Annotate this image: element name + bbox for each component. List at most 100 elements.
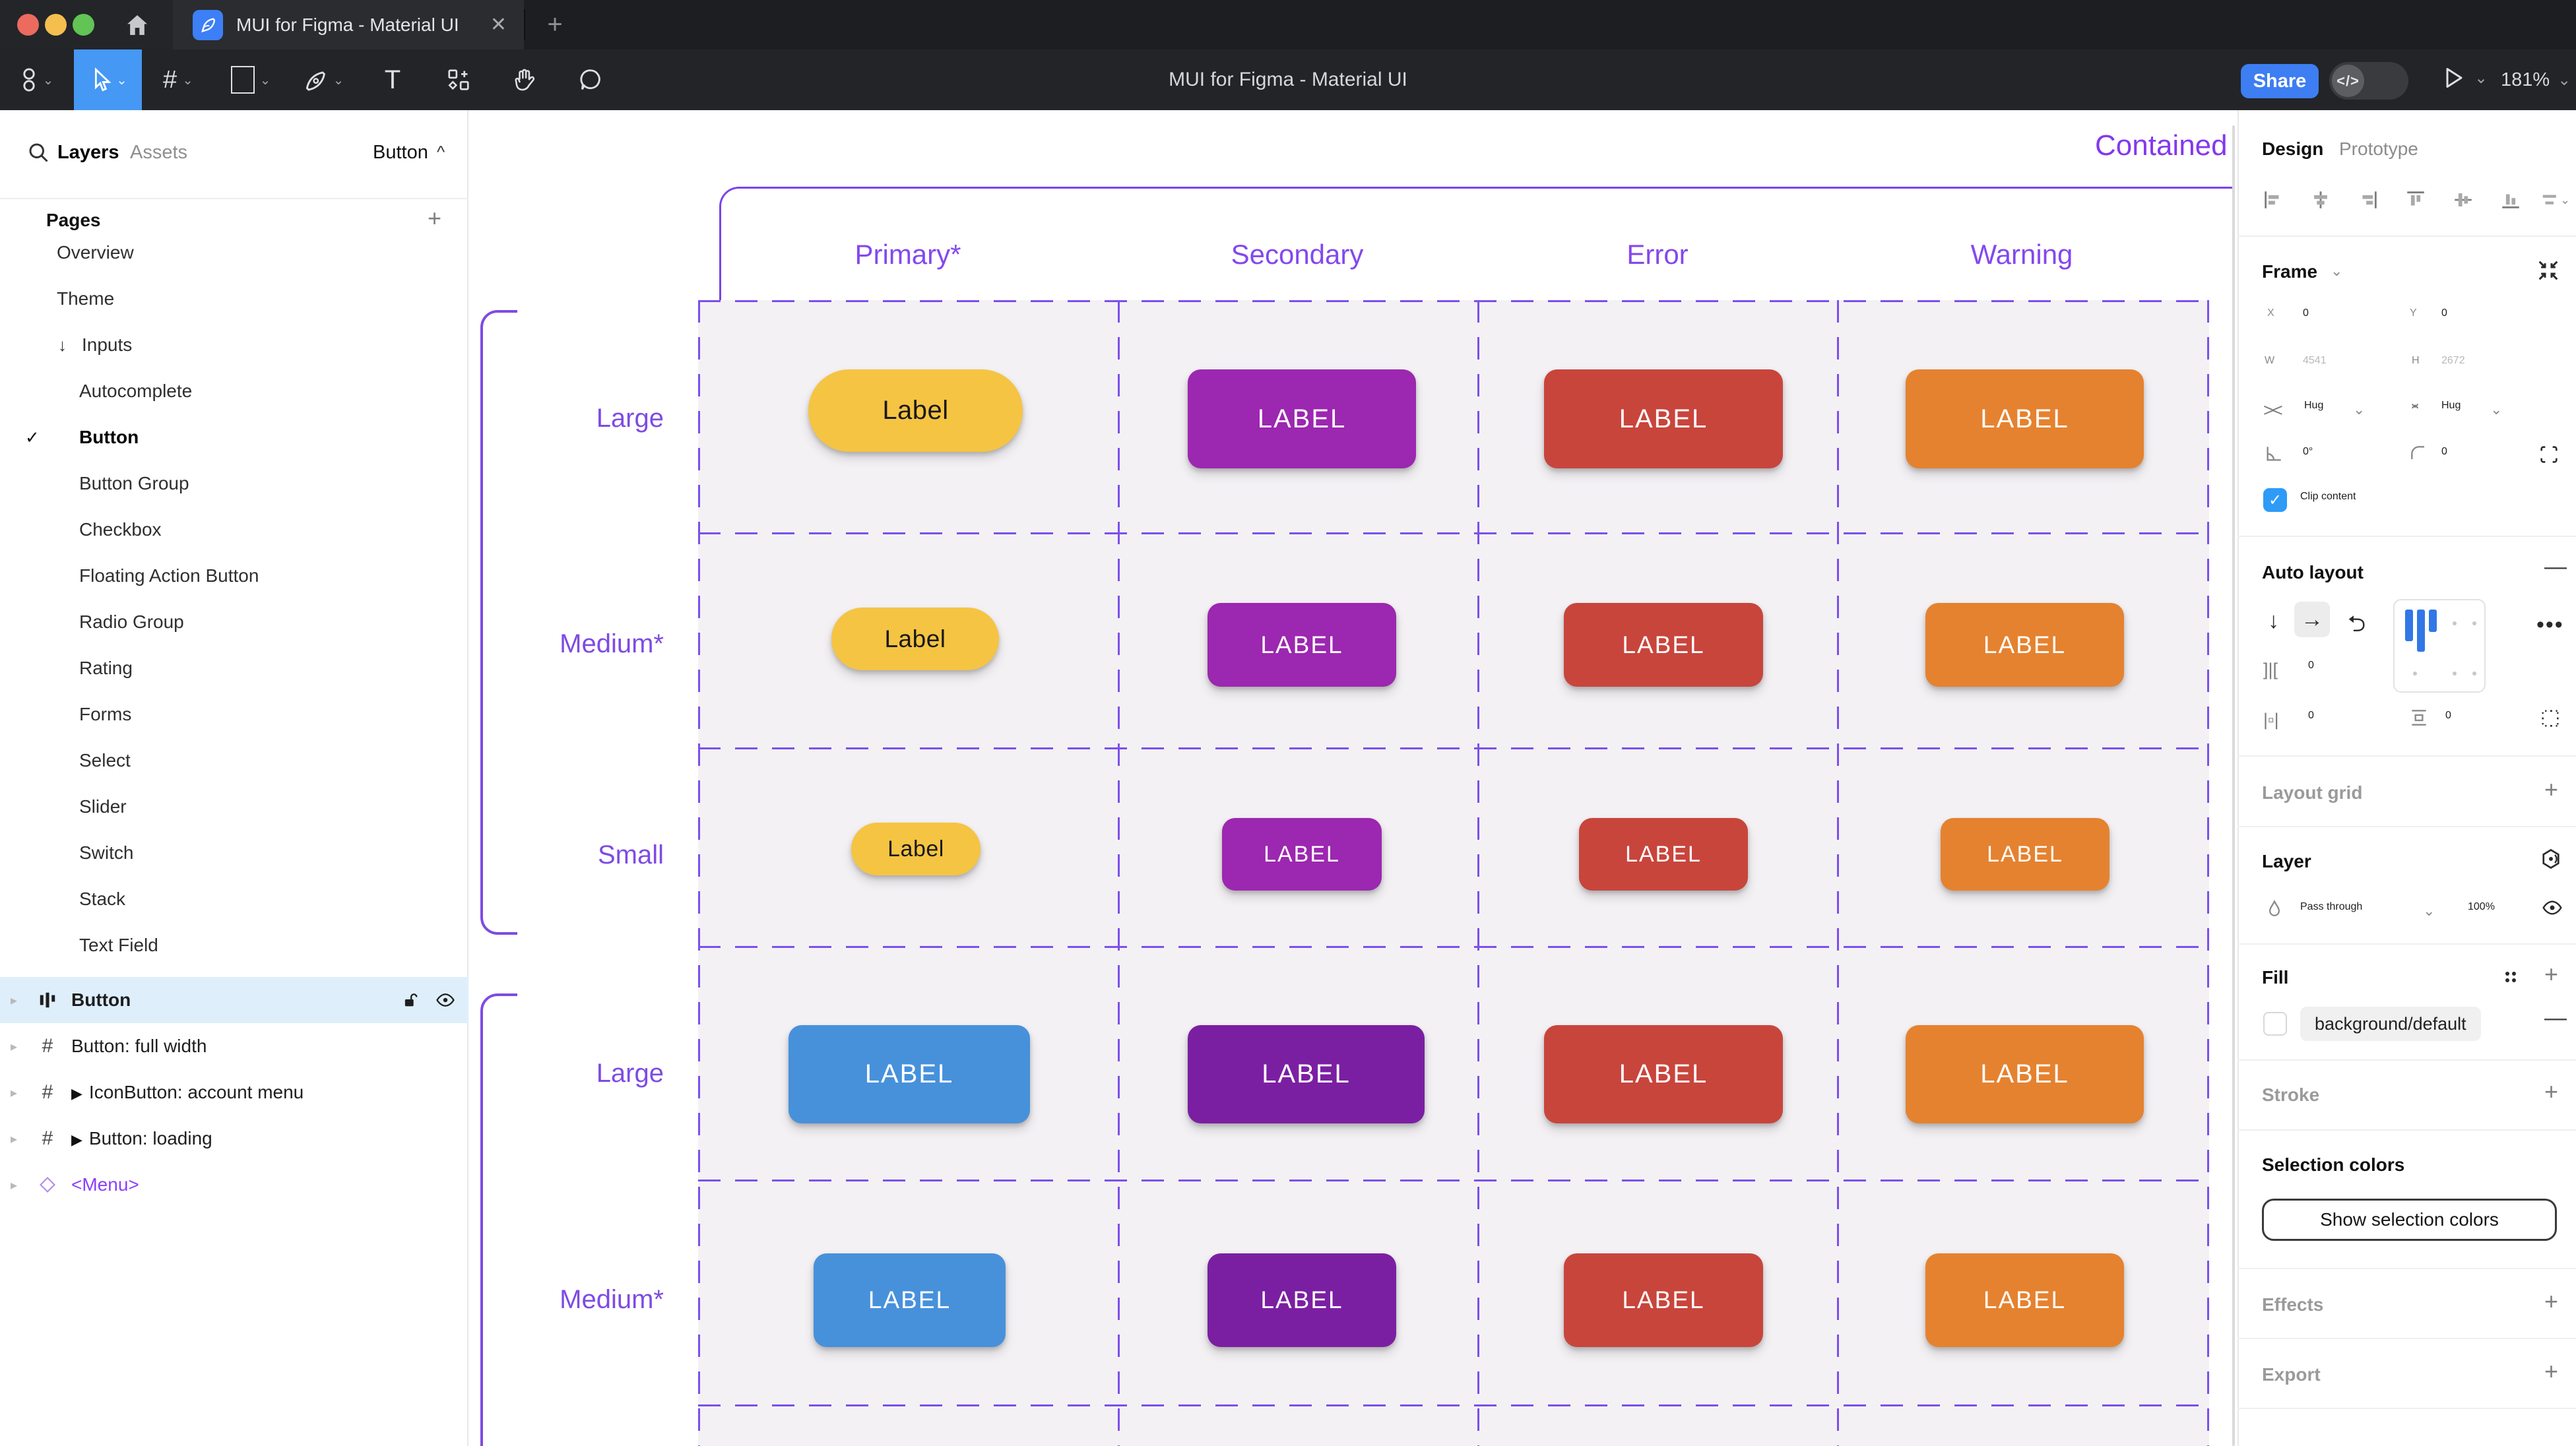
page-item-button-group[interactable]: Button Group [79, 473, 189, 493]
opacity-value[interactable]: 100% [2468, 901, 2495, 912]
home-icon[interactable] [124, 12, 150, 38]
share-button[interactable]: Share [2241, 64, 2319, 98]
fill-style-token[interactable]: background/default [2300, 1007, 2481, 1041]
button-variant-small-error[interactable]: LABEL [1579, 818, 1748, 891]
button-variant-large-contained-secondary[interactable]: LABEL [1188, 1025, 1425, 1123]
button-variant-large-error[interactable]: LABEL [1544, 369, 1783, 468]
unlock-icon[interactable] [401, 990, 420, 1010]
layer-row-iconbutton-account-menu[interactable]: ▸ # ▶IconButton: account menu [11, 1081, 304, 1103]
zoom-level-menu[interactable]: 181% ⌄ [2501, 63, 2571, 96]
page-item-forms[interactable]: Forms [79, 704, 132, 724]
button-variant-medium-contained-warning[interactable]: LABEL [1925, 1253, 2124, 1347]
selection-dropdown[interactable]: Button [373, 142, 428, 163]
height-value[interactable]: 2672 [2441, 355, 2465, 366]
stroke-section-header[interactable]: Stroke [2262, 1084, 2320, 1105]
visibility-icon[interactable] [2540, 897, 2564, 918]
blend-mode-value[interactable]: Pass through [2300, 901, 2363, 912]
distribute-menu-icon[interactable]: ⌄ [2540, 189, 2570, 211]
button-variant-medium-secondary[interactable]: LABEL [1208, 603, 1396, 687]
page-item-text-field[interactable]: Text Field [79, 935, 158, 955]
layer-row-button[interactable]: ▸ Button [0, 977, 468, 1023]
text-tool-button[interactable]: T [360, 49, 426, 110]
remove-auto-layout-icon[interactable]: — [2544, 554, 2567, 579]
fill-color-swatch[interactable] [2263, 1012, 2287, 1036]
chevron-right-icon[interactable]: ▸ [11, 1178, 18, 1193]
button-variant-medium-primary[interactable]: Label [831, 608, 999, 670]
page-item-switch[interactable]: Switch [79, 842, 134, 863]
y-value[interactable]: 0 [2441, 307, 2447, 319]
auto-layout-section-header[interactable]: Auto layout [2262, 562, 2364, 582]
add-effect-icon[interactable]: + [2544, 1288, 2559, 1315]
button-variant-medium-contained-primary[interactable]: LABEL [814, 1253, 1006, 1347]
window-close-button[interactable] [17, 14, 39, 36]
collapse-frame-icon[interactable] [2535, 257, 2561, 284]
frame-title-contained[interactable]: Contained [2095, 129, 2228, 162]
shape-tool-button[interactable]: ⌄ [214, 49, 287, 110]
button-variant-medium-contained-secondary[interactable]: LABEL [1208, 1253, 1396, 1347]
chevron-down-icon[interactable]: ⌄ [2353, 401, 2366, 418]
layout-wrap-icon[interactable]: ⮌ [2348, 612, 2366, 637]
button-variant-large-contained-primary[interactable]: LABEL [789, 1025, 1030, 1123]
tab-prototype[interactable]: Prototype [2339, 139, 2418, 159]
main-menu-button[interactable]: ⌄ [0, 49, 74, 110]
layout-grid-section-header[interactable]: Layout grid [2262, 782, 2363, 803]
x-value[interactable]: 0 [2303, 307, 2309, 319]
page-item-stack[interactable]: Stack [79, 889, 126, 909]
effects-section-header[interactable]: Effects [2262, 1294, 2324, 1315]
independent-corners-icon[interactable] [2538, 443, 2560, 466]
auto-layout-alignment-pad[interactable] [2393, 599, 2486, 693]
horizontal-padding-value[interactable]: 0 [2308, 710, 2314, 721]
window-zoom-button[interactable] [73, 14, 94, 36]
layer-row-button-loading[interactable]: ▸ # ▶Button: loading [11, 1127, 212, 1149]
chevron-right-icon[interactable]: ▸ [11, 1085, 18, 1100]
vertical-padding-value[interactable]: 0 [2445, 710, 2451, 721]
align-h-center-icon[interactable] [2309, 189, 2332, 211]
hand-tool-button[interactable] [492, 49, 558, 110]
button-variant-small-primary[interactable]: Label [851, 823, 981, 875]
page-item-inputs[interactable]: ↓Inputs [58, 334, 133, 355]
frame-section-header[interactable]: Frame [2262, 261, 2318, 282]
auto-layout-more-icon[interactable]: ••• [2536, 612, 2564, 637]
align-left-icon[interactable] [2262, 189, 2284, 211]
chevron-down-icon[interactable]: ⌄ [2331, 263, 2343, 279]
button-variant-medium-warning[interactable]: LABEL [1925, 603, 2124, 687]
page-item-select[interactable]: Select [79, 750, 131, 770]
rotation-value[interactable]: 0° [2303, 446, 2313, 457]
width-value[interactable]: 4541 [2303, 355, 2327, 366]
remove-fill-icon[interactable]: — [2544, 1005, 2567, 1030]
dev-mode-icon[interactable]: </> [2332, 65, 2364, 97]
add-stroke-icon[interactable]: + [2544, 1078, 2559, 1105]
chevron-down-icon[interactable]: ⌄ [2423, 902, 2435, 919]
chevron-up-icon[interactable]: ^ [437, 142, 445, 162]
layer-section-header[interactable]: Layer [2262, 851, 2311, 871]
tab-design[interactable]: Design [2262, 139, 2324, 159]
page-item-theme[interactable]: Theme [57, 288, 115, 309]
align-bottom-icon[interactable] [2499, 189, 2522, 211]
canvas[interactable]: Contained Primary* Secondary Error Warni… [468, 110, 2238, 1446]
button-variant-medium-error[interactable]: LABEL [1564, 603, 1763, 687]
page-item-fab[interactable]: Floating Action Button [79, 565, 259, 586]
button-variant-large-warning[interactable]: LABEL [1906, 369, 2144, 468]
blend-mode-icon[interactable] [2539, 847, 2563, 871]
align-right-icon[interactable] [2357, 189, 2379, 211]
button-variant-small-warning[interactable]: LABEL [1941, 818, 2109, 891]
page-item-radio-group[interactable]: Radio Group [79, 612, 184, 632]
corner-radius-value[interactable]: 0 [2441, 446, 2447, 457]
button-variant-large-secondary[interactable]: LABEL [1188, 369, 1416, 468]
present-button[interactable]: ⌄ [2441, 63, 2488, 92]
fill-section-header[interactable]: Fill [2262, 967, 2289, 988]
align-v-center-icon[interactable] [2452, 189, 2474, 211]
canvas-scrollbar[interactable] [2232, 125, 2235, 1446]
page-item-autocomplete[interactable]: Autocomplete [79, 381, 193, 401]
independent-padding-icon[interactable] [2539, 707, 2561, 730]
chevron-right-icon[interactable]: ▸ [11, 1131, 18, 1147]
add-page-icon[interactable]: + [428, 204, 442, 232]
page-item-overview[interactable]: Overview [57, 242, 134, 263]
button-variant-large-contained-warning[interactable]: LABEL [1906, 1025, 2144, 1123]
layout-vertical-icon[interactable]: ↓ [2268, 608, 2279, 633]
resources-tool-button[interactable] [426, 49, 492, 110]
pen-tool-button[interactable]: ⌄ [287, 49, 360, 110]
tab-layers[interactable]: Layers [57, 142, 119, 163]
frame-tool-button[interactable]: # ⌄ [142, 49, 214, 110]
fill-styles-icon[interactable] [2501, 967, 2521, 987]
